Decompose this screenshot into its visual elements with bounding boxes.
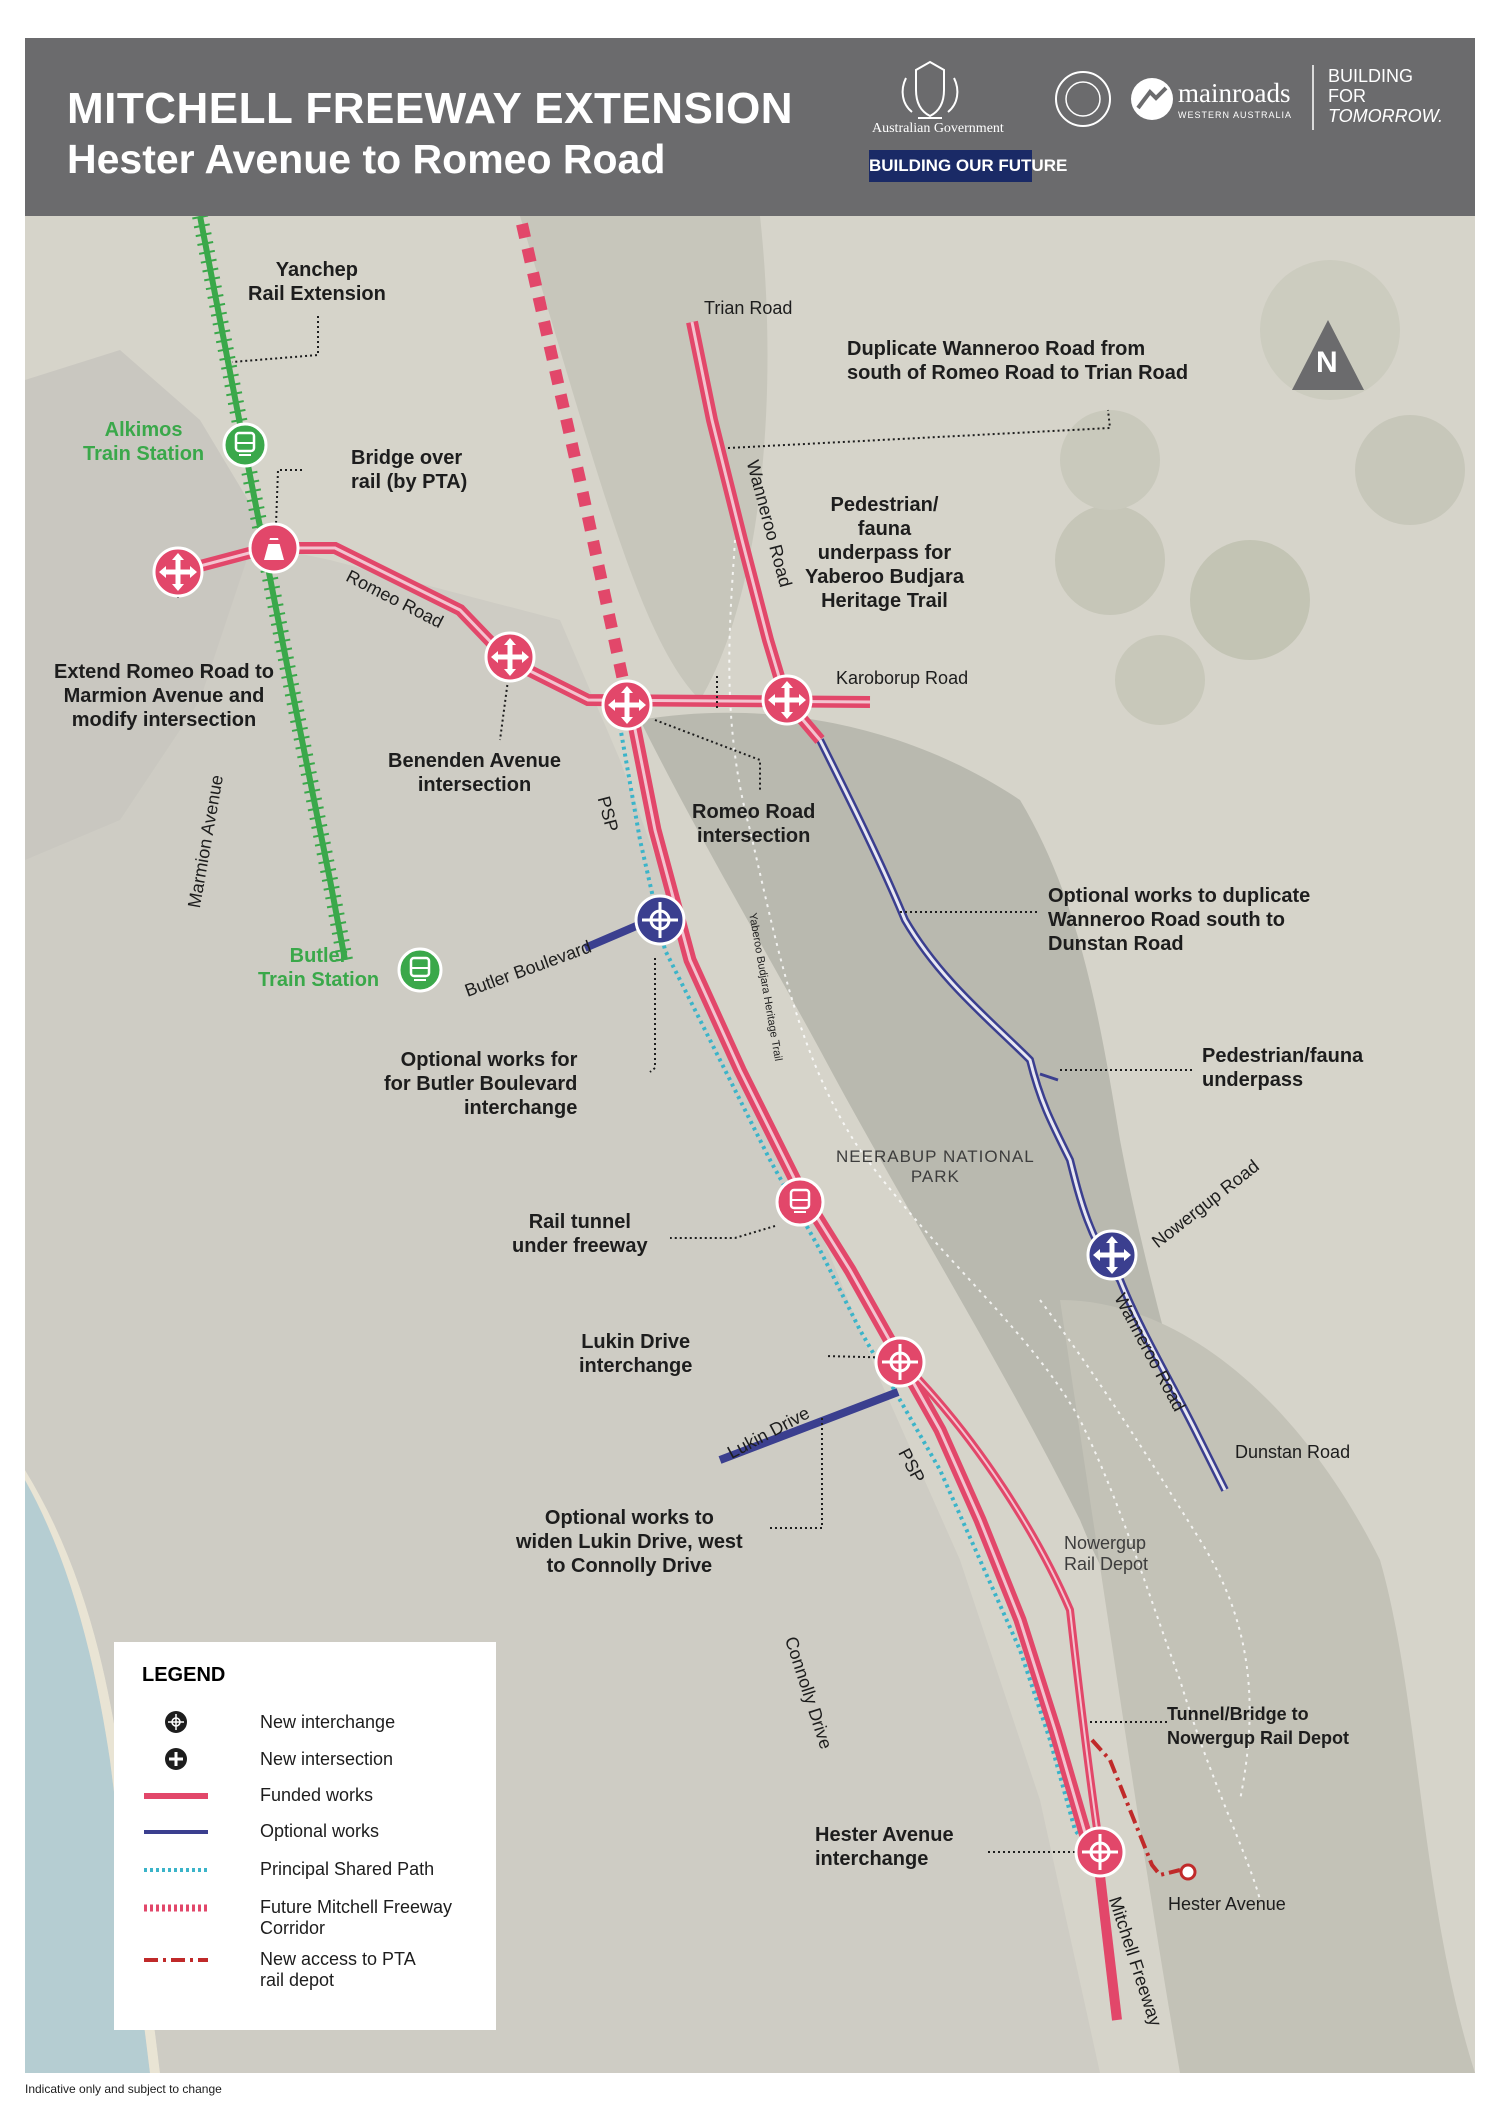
legend-item-intersection: New intersection — [260, 1749, 394, 1769]
rail-line-ties — [192, 214, 353, 962]
pta-depot-access — [1090, 1738, 1181, 1878]
page-title: MITCHELL FREEWAY EXTENSION — [67, 84, 794, 133]
benenden-intersection-icon — [484, 631, 536, 683]
label-butler-station: Butler Train Station — [258, 945, 380, 991]
principal-shared-path — [618, 725, 1092, 1852]
footer-disclaimer: Indicative only and subject to change — [25, 2082, 222, 2096]
label-tunnel-bridge: Tunnel/Bridge to Nowergup Rail Depot — [1167, 1704, 1350, 1748]
romeo-intersection-icon — [601, 679, 653, 731]
legend-item-optional: Optional works — [260, 1821, 380, 1841]
farm-circle — [1115, 635, 1205, 725]
label-alkimos-station: Alkimos Train Station — [83, 419, 205, 465]
label-yanchep: Yanchep Rail Extension — [248, 259, 386, 305]
hester-interchange-icon — [1074, 1826, 1126, 1878]
label-bridge-rail: Bridge over rail (by PTA) — [351, 447, 468, 493]
label-ped-fauna: Pedestrian/fauna underpass — [1202, 1045, 1364, 1091]
label-benenden: Benenden Avenue intersection — [388, 750, 561, 796]
future-freeway-corridor — [516, 222, 629, 682]
legend-item-future-corridor: Future Mitchell Freeway Corridor — [260, 1897, 453, 1938]
road-karoborup: Karoborup Road — [836, 668, 969, 688]
north-arrow-icon — [1292, 320, 1364, 390]
label-extend-romeo: Extend Romeo Road to Marmion Avenue and … — [54, 661, 275, 731]
label-optional-butler: Optional works for for Butler Boulevard … — [384, 1049, 578, 1119]
farm-circle — [1060, 410, 1160, 510]
label-nowergup-depot: Nowergup Rail Depot — [1064, 1533, 1149, 1574]
alkimos-station-icon — [222, 422, 268, 468]
north-label: N — [1316, 346, 1338, 379]
legend-panel: LEGEND New interchange New intersection … — [114, 1642, 496, 2030]
butler-station-icon — [397, 947, 443, 993]
pta-depot-access-end — [1179, 1863, 1197, 1881]
legend-item-psp: Principal Shared Path — [260, 1859, 435, 1879]
gov-label: Australian Government — [872, 121, 1004, 136]
lukin-interchange-icon — [874, 1336, 926, 1388]
bridge-over-rail-icon — [248, 522, 300, 574]
legend-item-funded: Funded works — [260, 1785, 374, 1805]
mainroads-wordmark: mainroads — [1178, 78, 1291, 108]
header-bar — [25, 38, 1475, 216]
bushland-north — [520, 216, 768, 700]
marmion-intersection-icon — [152, 546, 204, 598]
urban-area-north — [25, 350, 260, 860]
legend-interchange-icon — [165, 1711, 187, 1733]
legend-intersection-icon — [165, 1748, 187, 1770]
label-optional-lukin: Optional works to widen Lukin Drive, wes… — [516, 1507, 743, 1577]
label-optional-dunstan: Optional works to duplicate Wanneroo Roa… — [1048, 885, 1311, 955]
label-neerabup-park: NEERABUP NATIONAL PARK — [836, 1147, 1035, 1186]
label-ped-fauna-yaberoo: Pedestrian/ fauna underpass for Yaberoo … — [805, 494, 964, 612]
mainroads-sub: WESTERN AUSTRALIA — [1178, 110, 1293, 120]
legend-item-interchange: New interchange — [260, 1712, 396, 1732]
road-dunstan: Dunstan Road — [1235, 1442, 1351, 1462]
legend-symbols — [144, 1711, 208, 1962]
legend-item-access: New access to PTA rail depot — [260, 1949, 416, 1990]
btf-line3: TOMORROW. — [1328, 106, 1443, 126]
legend-title: LEGEND — [142, 1664, 226, 1686]
btf-line1: BUILDING — [1328, 66, 1414, 86]
rail-tunnel-icon — [775, 1177, 825, 1227]
butler-interchange-icon — [634, 894, 686, 946]
bushland-east — [1060, 1300, 1475, 2073]
karoborup-intersection-icon — [761, 674, 813, 726]
label-romeo-intersection: Romeo Road intersection — [692, 801, 816, 847]
label-lukin-interchange: Lukin Drive interchange — [579, 1331, 693, 1377]
farm-circle — [1190, 540, 1310, 660]
road-hester: Hester Avenue — [1168, 1894, 1286, 1914]
label-duplicate-wanneroo: Duplicate Wanneroo Road from south of Ro… — [847, 338, 1189, 384]
road-trian: Trian Road — [704, 298, 793, 318]
farm-circle — [1055, 505, 1165, 615]
label-hester-interchange: Hester Avenue interchange — [815, 1824, 954, 1870]
building-our-future-badge: BUILDING OUR FUTURE — [869, 150, 1067, 182]
nowergup-intersection-icon — [1086, 1229, 1138, 1281]
label-rail-tunnel: Rail tunnel under freeway — [512, 1211, 648, 1257]
farm-circle — [1355, 415, 1465, 525]
btf-line2: FOR — [1328, 86, 1366, 106]
heritage-trail — [1039, 1299, 1251, 1801]
page-subtitle: Hester Avenue to Romeo Road — [67, 136, 666, 182]
